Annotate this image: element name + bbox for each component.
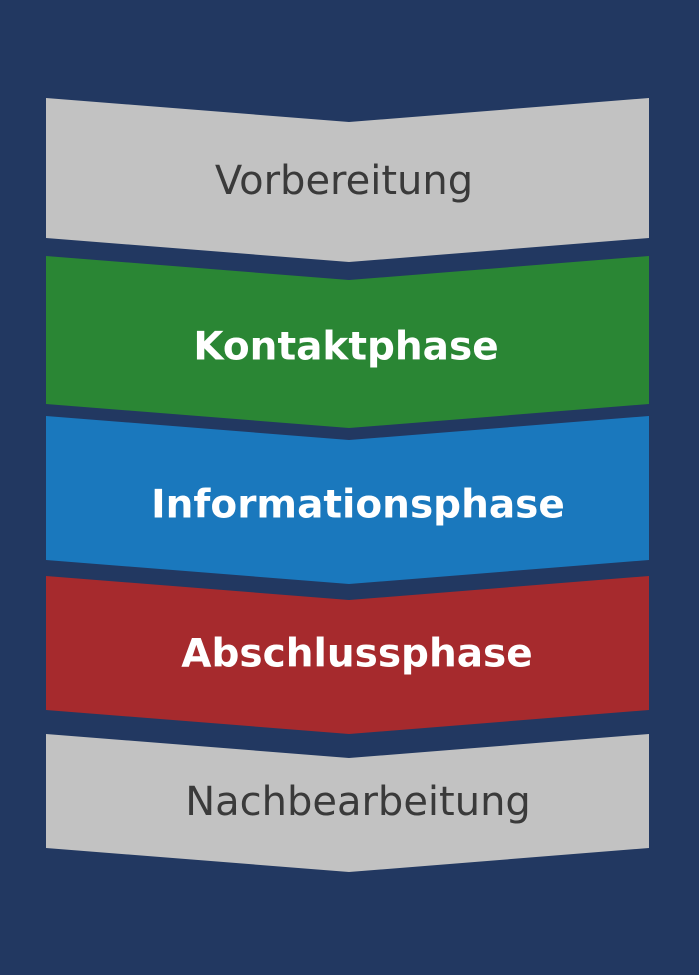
phase-nachbearbeitung: Nachbearbeitung: [46, 734, 649, 872]
chevron-shape: [46, 256, 649, 428]
phase-informationsphase: Informationsphase: [46, 416, 649, 584]
phase-kontaktphase: Kontaktphase: [46, 256, 649, 428]
chevron-shape: [46, 734, 649, 872]
chevron-shape: [46, 98, 649, 262]
chevron-shape: [46, 576, 649, 734]
phase-label: Informationsphase: [151, 483, 565, 528]
phase-vorbereitung: Vorbereitung: [46, 98, 649, 262]
chevron-shape: [46, 416, 649, 584]
phase-abschlussphase: Abschlussphase: [46, 576, 649, 734]
phase-label: Nachbearbeitung: [185, 779, 531, 825]
phase-label: Kontaktphase: [193, 325, 498, 370]
phase-label: Abschlussphase: [181, 632, 532, 677]
phase-label: Vorbereitung: [215, 158, 473, 204]
